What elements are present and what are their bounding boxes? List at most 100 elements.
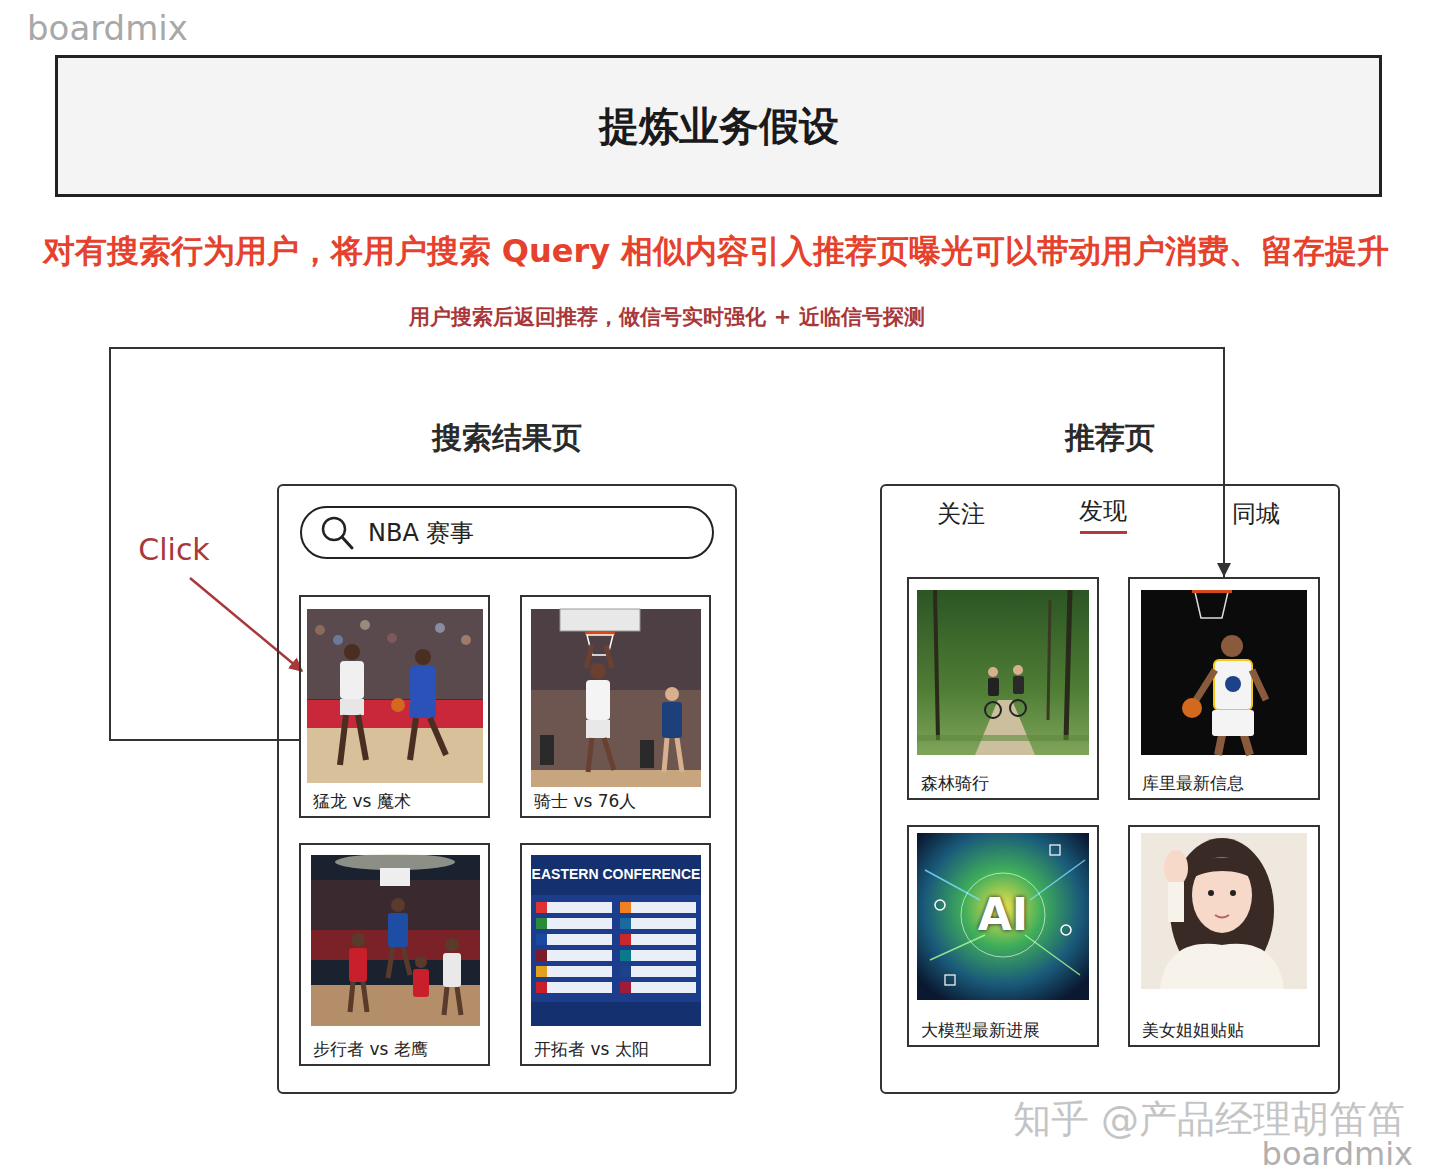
standings-graphic: [536, 966, 612, 977]
portrait-photo: [1168, 882, 1184, 922]
player-photo: [1218, 735, 1222, 755]
game-photo: [363, 982, 367, 1012]
forest-photo: [1066, 590, 1070, 740]
game-photo: [391, 898, 405, 912]
game-photo: [387, 633, 397, 643]
standings-graphic: [536, 934, 612, 945]
forest-photo: [985, 702, 1001, 718]
standings-graphic: [531, 855, 701, 895]
standings-graphic: [620, 934, 631, 945]
player-photo: [1225, 676, 1241, 692]
game-photo: [350, 982, 353, 1012]
ai-graphic: [1025, 935, 1080, 975]
game-photo: [410, 702, 436, 718]
game-photo: [531, 770, 701, 787]
game-photo: [307, 609, 483, 783]
standings-graphic: [536, 902, 547, 913]
search-query: NBA 赛事: [368, 518, 474, 547]
click-leader: [190, 578, 302, 671]
search-icon: [342, 537, 352, 548]
phone-page-frame: 搜索结果页NBA 赛事猛龙 vs 魔术骑士 vs 76人步行者 vs 老鹰开拓者…: [277, 484, 737, 1094]
forest-photo: [1013, 676, 1024, 694]
result-card: 猛龙 vs 魔术: [299, 595, 490, 818]
game-photo: [358, 715, 366, 760]
player-photo: [1182, 698, 1202, 718]
standings-graphic: [620, 902, 631, 913]
game-photo: [586, 680, 610, 720]
game-photo: [340, 661, 364, 699]
standings-graphic: [620, 950, 696, 961]
portrait-photo: [1141, 833, 1307, 989]
game-photo: [415, 956, 427, 968]
tab-label: 发现: [1079, 497, 1127, 526]
forest-photo: [917, 590, 1089, 755]
page-heading: 搜索结果页: [279, 420, 735, 456]
game-photo: [665, 687, 679, 701]
standings-graphic: [536, 966, 547, 977]
game-photo: [360, 620, 370, 630]
game-photo: [307, 609, 483, 699]
image-caption: EASTERN CONFERENCE: [532, 866, 701, 883]
search-icon: [323, 518, 352, 548]
game-photo: [560, 609, 640, 631]
forest-photo: [1048, 600, 1050, 720]
game-photo: [457, 987, 461, 1015]
forest-photo: [935, 590, 938, 740]
standings-graphic: [620, 950, 631, 961]
player-photo: [1214, 660, 1252, 710]
standings-graphic: [620, 902, 696, 913]
card-caption: 猛龙 vs 魔术: [313, 791, 411, 811]
game-photo: [340, 715, 346, 765]
forest-photo: [988, 678, 999, 696]
game-photo: [604, 738, 614, 770]
portrait-photo: [1164, 850, 1188, 886]
search-bar: NBA 赛事: [300, 506, 714, 559]
standings-graphic: [536, 918, 547, 929]
standings-graphic: [536, 982, 547, 993]
game-photo: [586, 645, 592, 668]
player-photo: [1141, 590, 1307, 755]
game-photo: [531, 609, 701, 787]
standings-graphic: [620, 934, 696, 945]
game-photo: [388, 913, 408, 947]
title-text: 提炼业务假设: [599, 99, 839, 154]
forest-photo: [988, 667, 998, 677]
player-photo: [1195, 592, 1228, 618]
game-photo: [413, 969, 429, 997]
ai-graphic: [935, 900, 945, 910]
game-photo: [410, 718, 416, 760]
game-photo: [388, 947, 393, 978]
player-photo: [1252, 670, 1266, 700]
game-photo: [333, 635, 343, 645]
card-caption: 开拓者 vs 太阳: [534, 1039, 649, 1059]
forest-photo: [917, 590, 1089, 755]
standings-graphic: [620, 966, 631, 977]
forest-photo: [1013, 665, 1023, 675]
game-photo: [403, 947, 410, 975]
standings-graphic: [531, 855, 701, 1026]
game-photo: [540, 735, 554, 765]
portrait-photo: [1230, 890, 1236, 896]
ai-graphic: [917, 833, 1089, 1000]
standings-graphic: [536, 982, 612, 993]
feed-card: 库里最新信息: [1128, 577, 1320, 800]
game-photo: [588, 738, 592, 772]
standings-graphic: [531, 855, 701, 1026]
portrait-photo: [1160, 944, 1284, 989]
image-caption: AI: [978, 889, 1028, 942]
game-photo: [311, 880, 480, 960]
click-callout: Click: [138, 532, 209, 568]
game-photo: [410, 666, 436, 702]
ai-graphic: [961, 873, 1045, 957]
standings-graphic: [620, 918, 631, 929]
card-caption: 库里最新信息: [1142, 773, 1244, 793]
portrait-photo: [1190, 858, 1254, 881]
game-photo: [335, 854, 455, 870]
game-photo: [662, 702, 682, 738]
player-photo: [1221, 635, 1243, 657]
ai-graphic: [925, 870, 980, 900]
standings-graphic: [536, 934, 547, 945]
forest-photo: [917, 735, 1089, 741]
card-caption: 大模型最新进展: [921, 1020, 1040, 1040]
